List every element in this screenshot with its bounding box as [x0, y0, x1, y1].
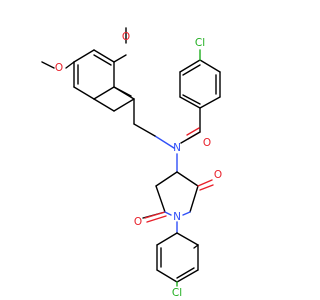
molecule-structure-diagram: Cl O N O O O O N Cl: [41, 27, 222, 299]
n-chain: [133, 98, 175, 149]
molecule-svg: Cl O N O O O O N Cl: [41, 27, 222, 299]
methoxy-groups: [41, 27, 127, 69]
atom-o-methoxy-lower: O: [55, 62, 63, 74]
dimethoxyphenyl-ring: [73, 49, 135, 112]
atom-o-ring-upper: O: [214, 169, 222, 181]
atom-o-amide: O: [203, 137, 211, 149]
pyrrolidinedione-ring: [142, 153, 214, 223]
chlorophenyl-ring-lower: [156, 232, 199, 283]
atom-n-amide: N: [173, 142, 181, 154]
atom-cl-bottom: Cl: [172, 287, 182, 299]
atom-o-methoxy-upper: O: [122, 31, 130, 43]
atom-cl-top: Cl: [195, 37, 205, 49]
atom-o-ring-lower: O: [134, 216, 142, 228]
chlorophenyl-ring-upper: [179, 59, 221, 109]
atom-n-ring: N: [173, 211, 181, 223]
amide-group: [180, 107, 201, 144]
ring-n-bonds: [164, 211, 191, 234]
